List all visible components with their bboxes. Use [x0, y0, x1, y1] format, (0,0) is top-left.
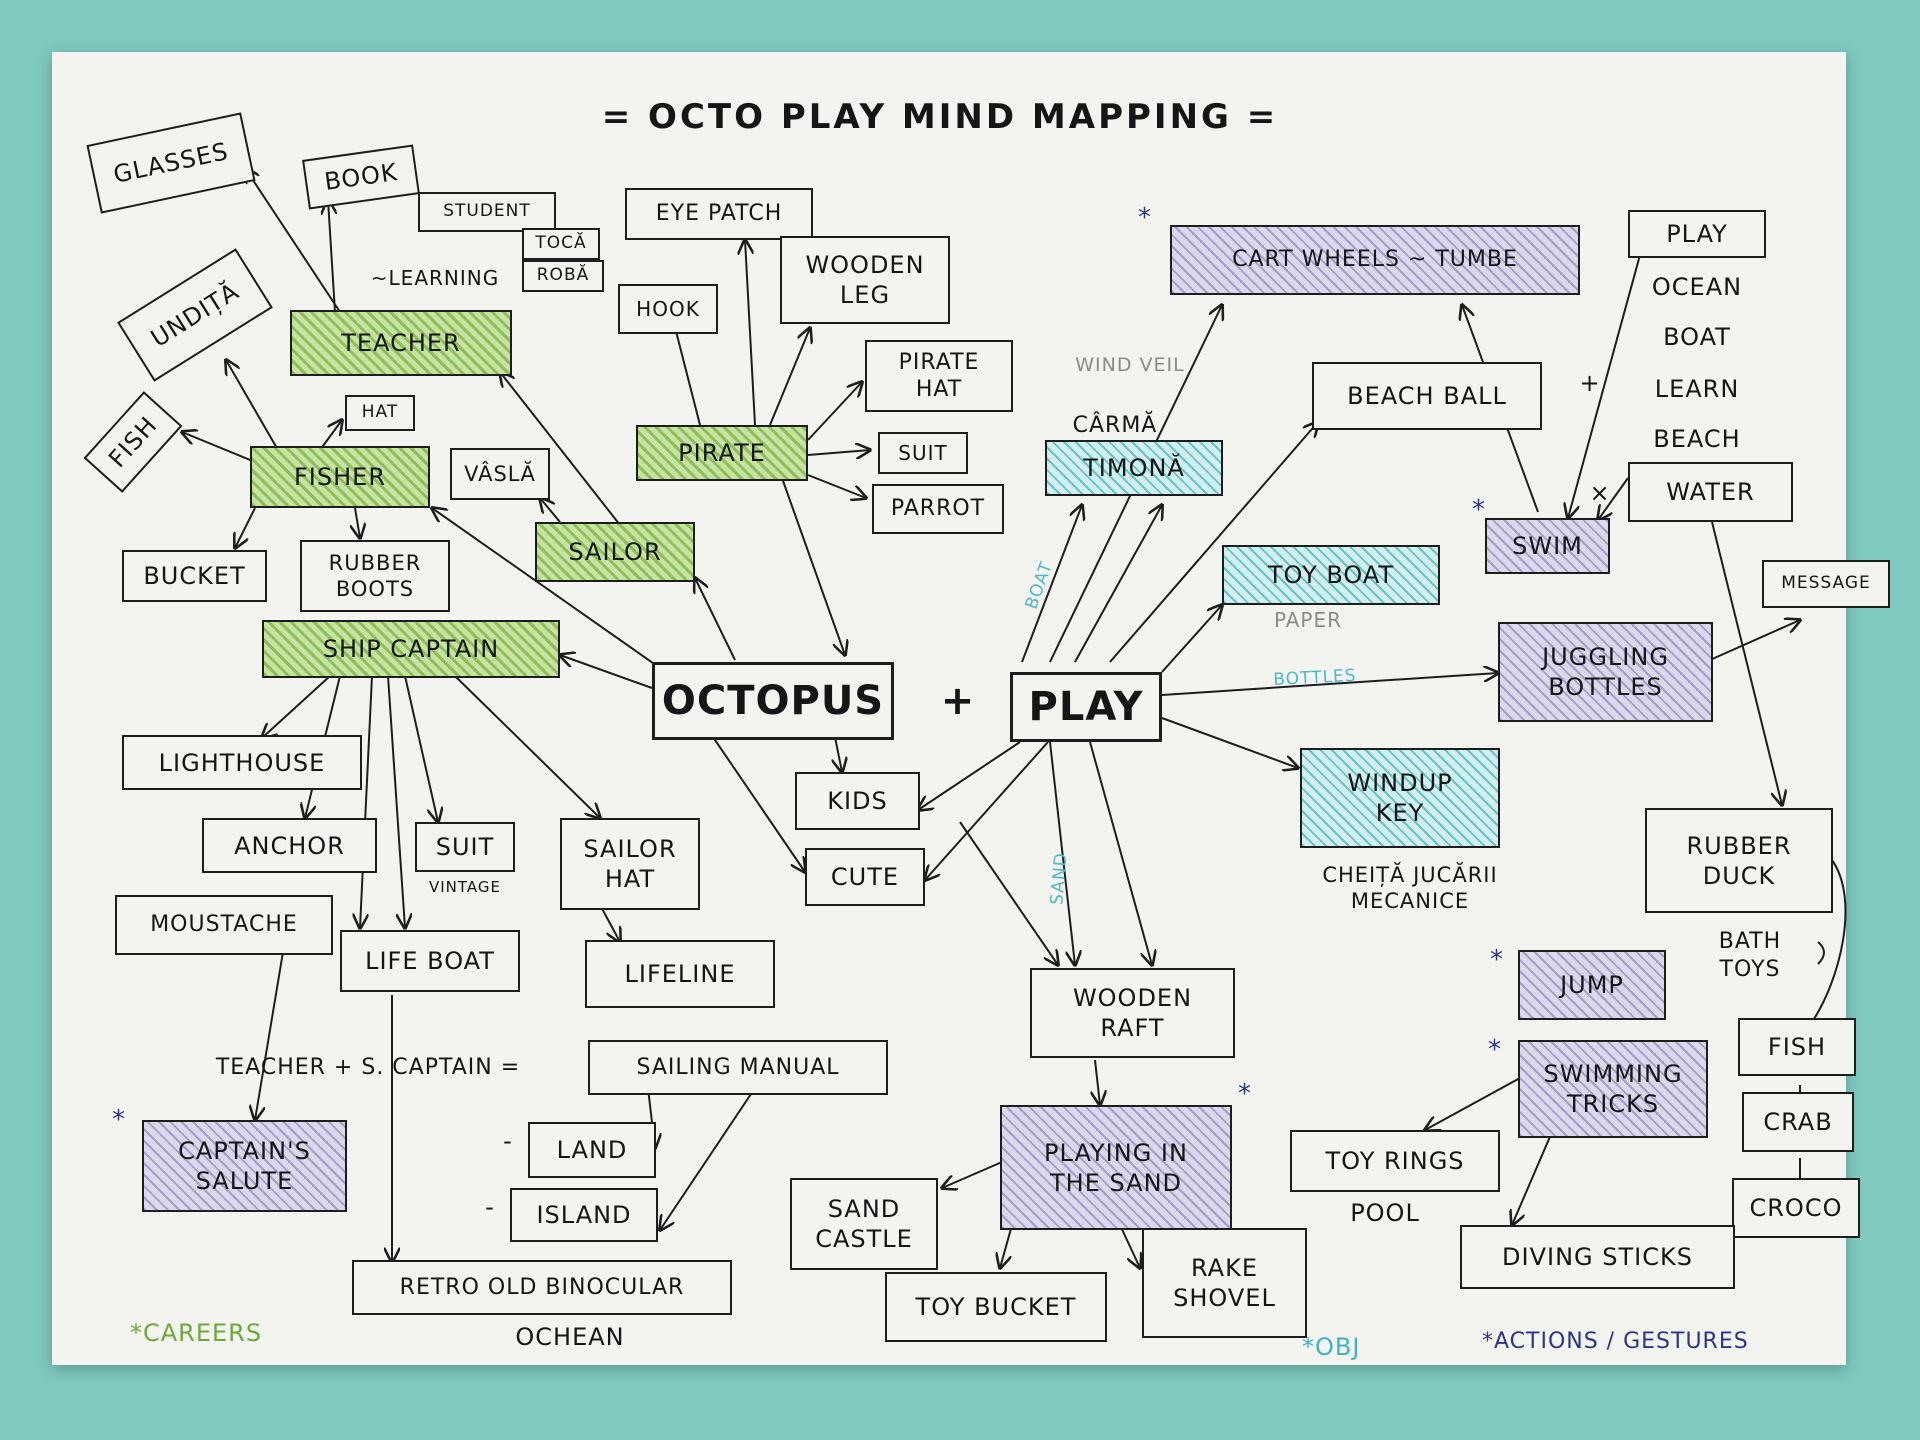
toy-boat-node: TOY BOAT [1222, 545, 1440, 605]
island-dash: - [485, 1193, 495, 1221]
cart-wheels-node: CART WHEELS ~ TUMBE [1170, 225, 1580, 295]
swimming-tricks-star: * [1488, 1035, 1502, 1065]
lighthouse-node: LIGHTHOUSE [122, 735, 362, 790]
pirate-node: PIRATE [636, 425, 808, 481]
pirate-hat-node: PIRATE HAT [865, 340, 1013, 412]
wooden-leg-node: WOODEN LEG [780, 236, 950, 324]
hook-node: HOOK [618, 284, 718, 334]
lifeline-node: LIFELINE [585, 940, 775, 1008]
jump-star: * [1490, 945, 1504, 975]
life-boat-node: LIFE BOAT [340, 930, 520, 992]
captains-salute-node: CAPTAIN'S SALUTE [142, 1120, 347, 1212]
boat-label: BOAT [1663, 323, 1731, 351]
cart-wheels-star: * [1138, 203, 1152, 233]
beach-label: BEACH [1653, 425, 1741, 453]
playing-sand-node: PLAYING IN THE SAND [1000, 1105, 1232, 1230]
bath-fish-node: FISH [1738, 1018, 1856, 1076]
pirate-suit-node: SUIT [878, 432, 968, 474]
kids-node: KIDS [795, 772, 920, 830]
swim-node: SWIM [1485, 518, 1610, 574]
diving-sticks-node: DIVING STICKS [1460, 1225, 1735, 1289]
play-list-box: PLAY [1628, 210, 1766, 258]
hat-node: HAT [345, 395, 415, 431]
eye-patch-node: EYE PATCH [625, 188, 813, 240]
ship-captain-node: SHIP CAPTAIN [262, 620, 560, 678]
captain-salute-star: * [112, 1105, 126, 1135]
wind-veil-label: WIND VEIL [1075, 354, 1185, 376]
equation-label: TEACHER + S. CAPTAIN = [215, 1055, 521, 1080]
croco-node: CROCO [1732, 1178, 1860, 1238]
timona-node: TIMONĂ [1045, 440, 1223, 496]
vasla-node: VÂSLĂ [450, 448, 550, 500]
sailor-hat-node: SAILOR HAT [560, 818, 700, 910]
fisher-node: FISHER [250, 446, 430, 508]
legend-actions: *ACTIONS / GESTURES [1482, 1329, 1749, 1354]
rake-shovel-node: RAKE SHOVEL [1142, 1228, 1307, 1338]
captain-suit-node: SUIT [415, 822, 515, 872]
wooden-raft-node: WOODEN RAFT [1030, 968, 1235, 1058]
sand-castle-node: SAND CASTLE [790, 1178, 938, 1270]
page-title: = OCTO PLAY MIND MAPPING = [601, 97, 1279, 137]
toy-rings-node: TOY RINGS [1290, 1130, 1500, 1192]
anchor-node: ANCHOR [202, 818, 377, 873]
message-node: MESSAGE [1762, 560, 1890, 608]
teacher-node: TEACHER [290, 310, 512, 376]
moustache-node: MOUSTACHE [115, 895, 333, 955]
octopus-node: OCTOPUS [652, 662, 894, 740]
playing-sand-star: * [1238, 1079, 1252, 1109]
cute-node: CUTE [805, 848, 925, 906]
water-node: WATER [1628, 462, 1793, 522]
paper-label: PAPER [1273, 608, 1343, 632]
play-node: PLAY [1010, 672, 1162, 742]
parrot-node: PARROT [872, 484, 1004, 534]
sailor-node: SAILOR [535, 522, 695, 582]
learning-label: ~LEARNING [370, 266, 500, 290]
pool-label: POOL [1350, 1199, 1420, 1227]
roba-node: ROBĂ [522, 260, 604, 292]
crab-node: CRAB [1742, 1092, 1854, 1152]
toca-node: TOCĂ [522, 228, 600, 260]
center-plus: + [940, 678, 976, 724]
bucket-node: BUCKET [122, 550, 267, 602]
cheita-label: CHEIȚĂ JUCĂRII MECANICE [1322, 863, 1498, 914]
binocular-node: RETRO OLD BINOCULAR [352, 1260, 732, 1315]
swimming-tricks-node: SWIMMING TRICKS [1518, 1040, 1708, 1138]
island-node: ISLAND [510, 1188, 658, 1242]
jump-node: JUMP [1518, 950, 1666, 1020]
toy-bucket-node: TOY BUCKET [885, 1272, 1107, 1342]
sailing-manual-node: SAILING MANUAL [588, 1040, 888, 1095]
land-dash: - [503, 1127, 513, 1155]
ocean-label: OCEAN [1651, 273, 1743, 301]
ochean-label: OCHEAN [515, 1323, 625, 1351]
times-sign: × [1589, 479, 1611, 507]
bath-toys-label: BATH TOYS [1718, 929, 1782, 982]
legend-careers: *CAREERS [130, 1319, 263, 1347]
rubber-duck-node: RUBBER DUCK [1645, 808, 1833, 913]
beach-ball-node: BEACH BALL [1312, 362, 1542, 430]
carma-label: CÂRMĂ [1072, 413, 1158, 438]
juggling-bottles-node: JUGGLING BOTTLES [1498, 622, 1713, 722]
plus-sign: + [1579, 369, 1601, 397]
land-node: LAND [528, 1122, 656, 1178]
vintage-label: VINTAGE [428, 878, 501, 896]
swim-star: * [1472, 495, 1486, 525]
learn-label: LEARN [1654, 375, 1740, 403]
windup-key-node: WINDUP KEY [1300, 748, 1500, 848]
rubber-boots-node: RUBBER BOOTS [300, 540, 450, 612]
student-node: STUDENT [418, 192, 556, 232]
legend-objects: *OBJ [1302, 1333, 1361, 1361]
